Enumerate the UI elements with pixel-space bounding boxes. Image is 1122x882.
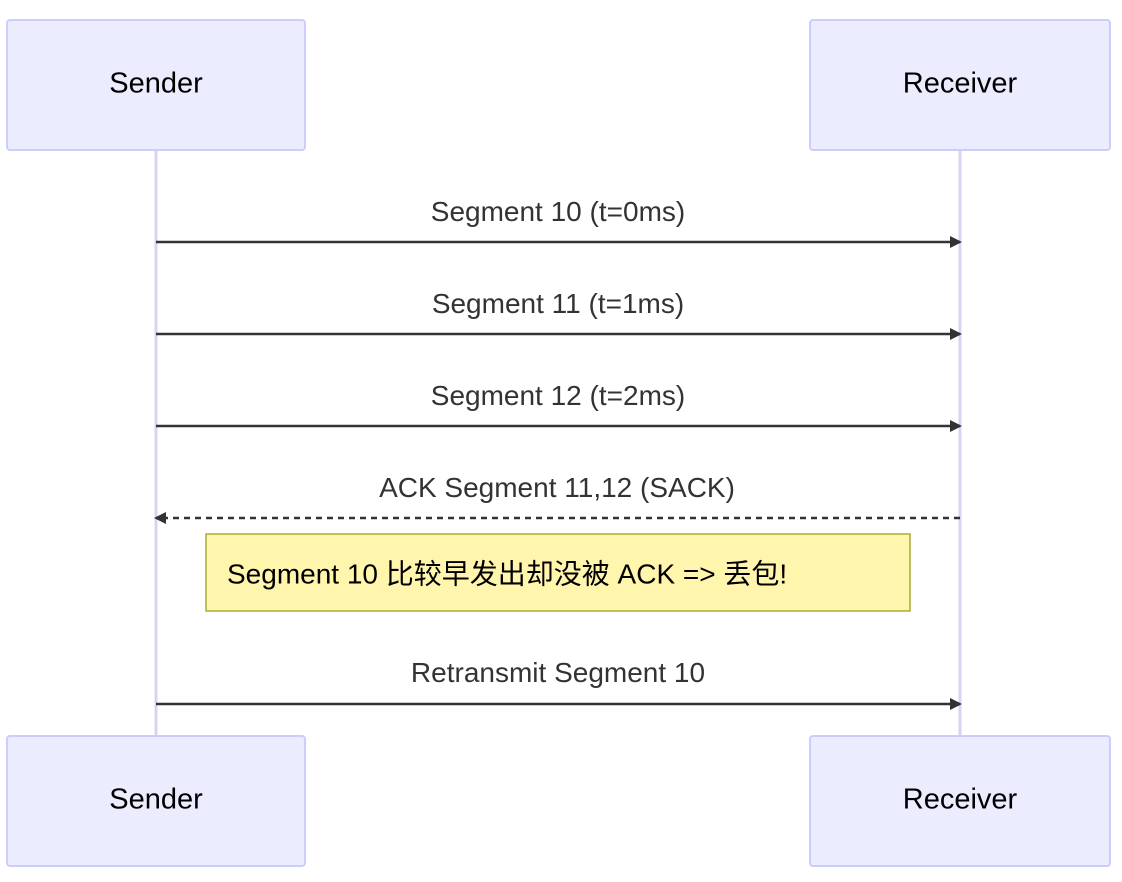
sender-actor-bottom-label: Sender bbox=[109, 784, 203, 816]
message-segment-11: Segment 11 (t=1ms) bbox=[156, 288, 962, 340]
message-label: ACK Segment 11,12 (SACK) bbox=[379, 472, 735, 503]
message-retransmit: Retransmit Segment 10 bbox=[156, 657, 962, 710]
receiver-actor-top: Receiver bbox=[809, 19, 1111, 151]
message-ack-sack: ACK Segment 11,12 (SACK) bbox=[154, 472, 960, 524]
note-box bbox=[205, 533, 911, 612]
message-label: Segment 12 (t=2ms) bbox=[431, 380, 685, 411]
message-segment-10: Segment 10 (t=0ms) bbox=[156, 196, 962, 248]
receiver-actor-top-label: Receiver bbox=[903, 68, 1018, 100]
note: Segment 10 比较早发出却没被 ACK => 丢包! bbox=[205, 533, 911, 612]
message-label: Segment 10 (t=0ms) bbox=[431, 196, 685, 227]
sender-actor-bottom: Sender bbox=[6, 735, 306, 867]
sender-actor-top: Sender bbox=[6, 19, 306, 151]
note-text: Segment 10 比较早发出却没被 ACK => 丢包! bbox=[227, 558, 787, 589]
message-label: Retransmit Segment 10 bbox=[411, 657, 705, 688]
message-label: Segment 11 (t=1ms) bbox=[432, 288, 684, 319]
receiver-actor-bottom: Receiver bbox=[809, 735, 1111, 867]
receiver-actor-bottom-label: Receiver bbox=[903, 784, 1018, 816]
message-segment-12: Segment 12 (t=2ms) bbox=[156, 380, 962, 432]
sender-actor-top-label: Sender bbox=[109, 68, 203, 100]
